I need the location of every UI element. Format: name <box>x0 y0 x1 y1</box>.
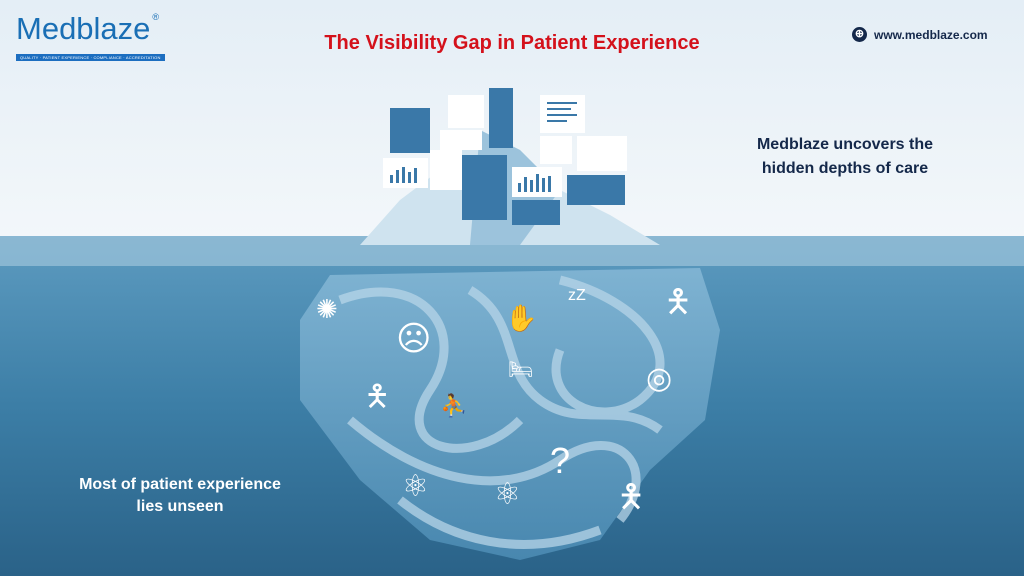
tagline-left-line1: Most of patient experience <box>79 476 281 493</box>
tagline-right: Medblaze uncovers the hidden depths of c… <box>730 133 960 181</box>
logo-row: Medblaze ® <box>16 12 165 46</box>
paths <box>338 275 665 549</box>
standing-person-icon: 🯅 <box>617 478 646 514</box>
wave-hand-icon: ✋ <box>505 303 538 333</box>
cells-icon: ◎ <box>646 362 673 395</box>
website-url: www.medblaze.com <box>874 27 988 42</box>
tagline-right-line2: hidden depths of care <box>761 160 929 177</box>
globe-icon: ⊕ <box>852 27 867 42</box>
mini-charts <box>390 102 577 192</box>
question-icon: ? <box>550 440 571 481</box>
sleep-icon: zZ <box>568 287 586 304</box>
data-panels <box>383 88 627 225</box>
therapy-icon: ⛹ <box>440 393 468 418</box>
logo-tagline: QUALITY · PATIENT EXPERIENCE · COMPLIANC… <box>16 54 165 61</box>
atom-icon-2: ⚛ <box>494 478 521 511</box>
page-title: The Visibility Gap in Patient Experience <box>324 32 700 54</box>
atom-icon: ⚛ <box>402 470 429 503</box>
tagline-left-line2: lies unseen <box>136 498 224 515</box>
sad-face-icon: ☹ <box>396 320 432 358</box>
bed-icon: 🛏 <box>508 359 534 381</box>
registered-mark: ® <box>152 12 160 22</box>
website-link[interactable]: ⊕ www.medblaze.com <box>852 27 988 42</box>
underwater-iceberg <box>300 268 720 560</box>
logo-wordmark: Medblaze <box>16 11 151 46</box>
patient-icon: 🯅 <box>364 380 391 413</box>
tagline-right-line1: Medblaze uncovers the <box>756 136 934 153</box>
person-icon: 🯅 <box>664 283 693 319</box>
medblaze-logo[interactable]: Medblaze ® QUALITY · PATIENT EXPERIENCE … <box>16 12 165 64</box>
tagline-left: Most of patient experience lies unseen <box>40 474 320 518</box>
headache-icon: ✺ <box>316 294 338 324</box>
